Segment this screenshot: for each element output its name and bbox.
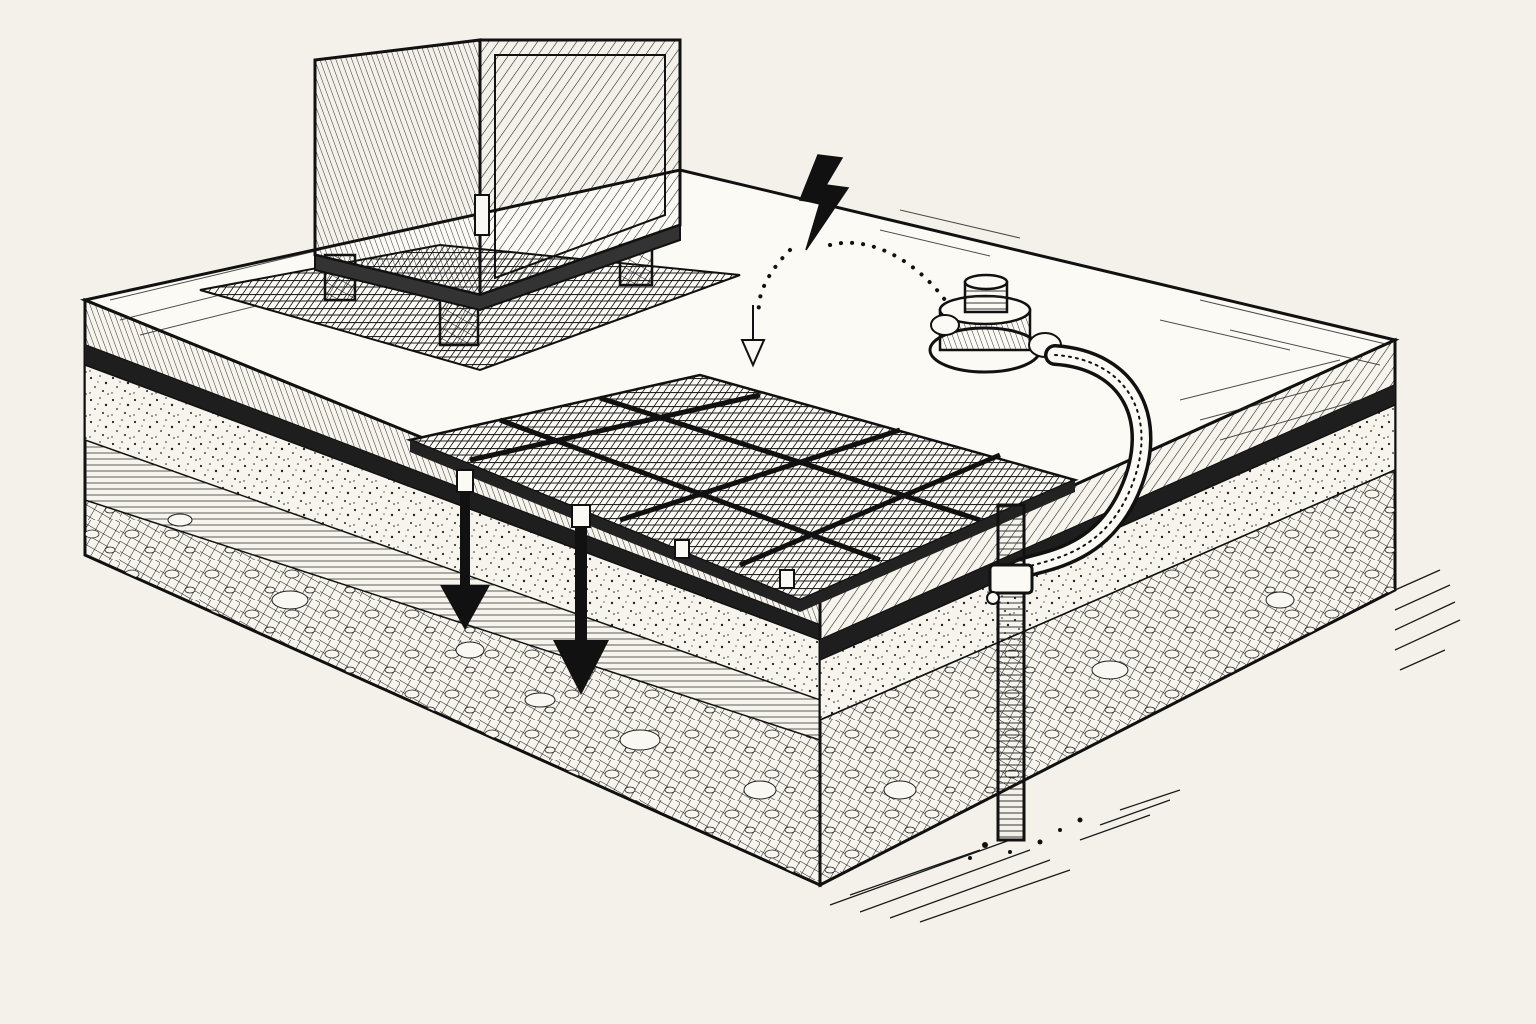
strike-path-dotted [756, 240, 947, 320]
lightning-bolt-icon [798, 154, 850, 251]
soil-section-right [818, 337, 1397, 888]
conductor-clamp [928, 273, 1062, 374]
grounding-conductor [1007, 344, 1153, 581]
fault-current-arrows [440, 469, 795, 695]
equipment-cabinet [313, 38, 682, 347]
ground-rod [968, 503, 1083, 860]
strike-arrow-down [740, 305, 766, 368]
current-arrow-2 [553, 525, 609, 695]
cabinet-hinge [474, 194, 490, 236]
ground-shadow [829, 569, 1461, 923]
current-arrow-1 [440, 490, 490, 630]
grid-conductor-1 [499, 417, 881, 563]
rod-clamp [988, 563, 1034, 595]
